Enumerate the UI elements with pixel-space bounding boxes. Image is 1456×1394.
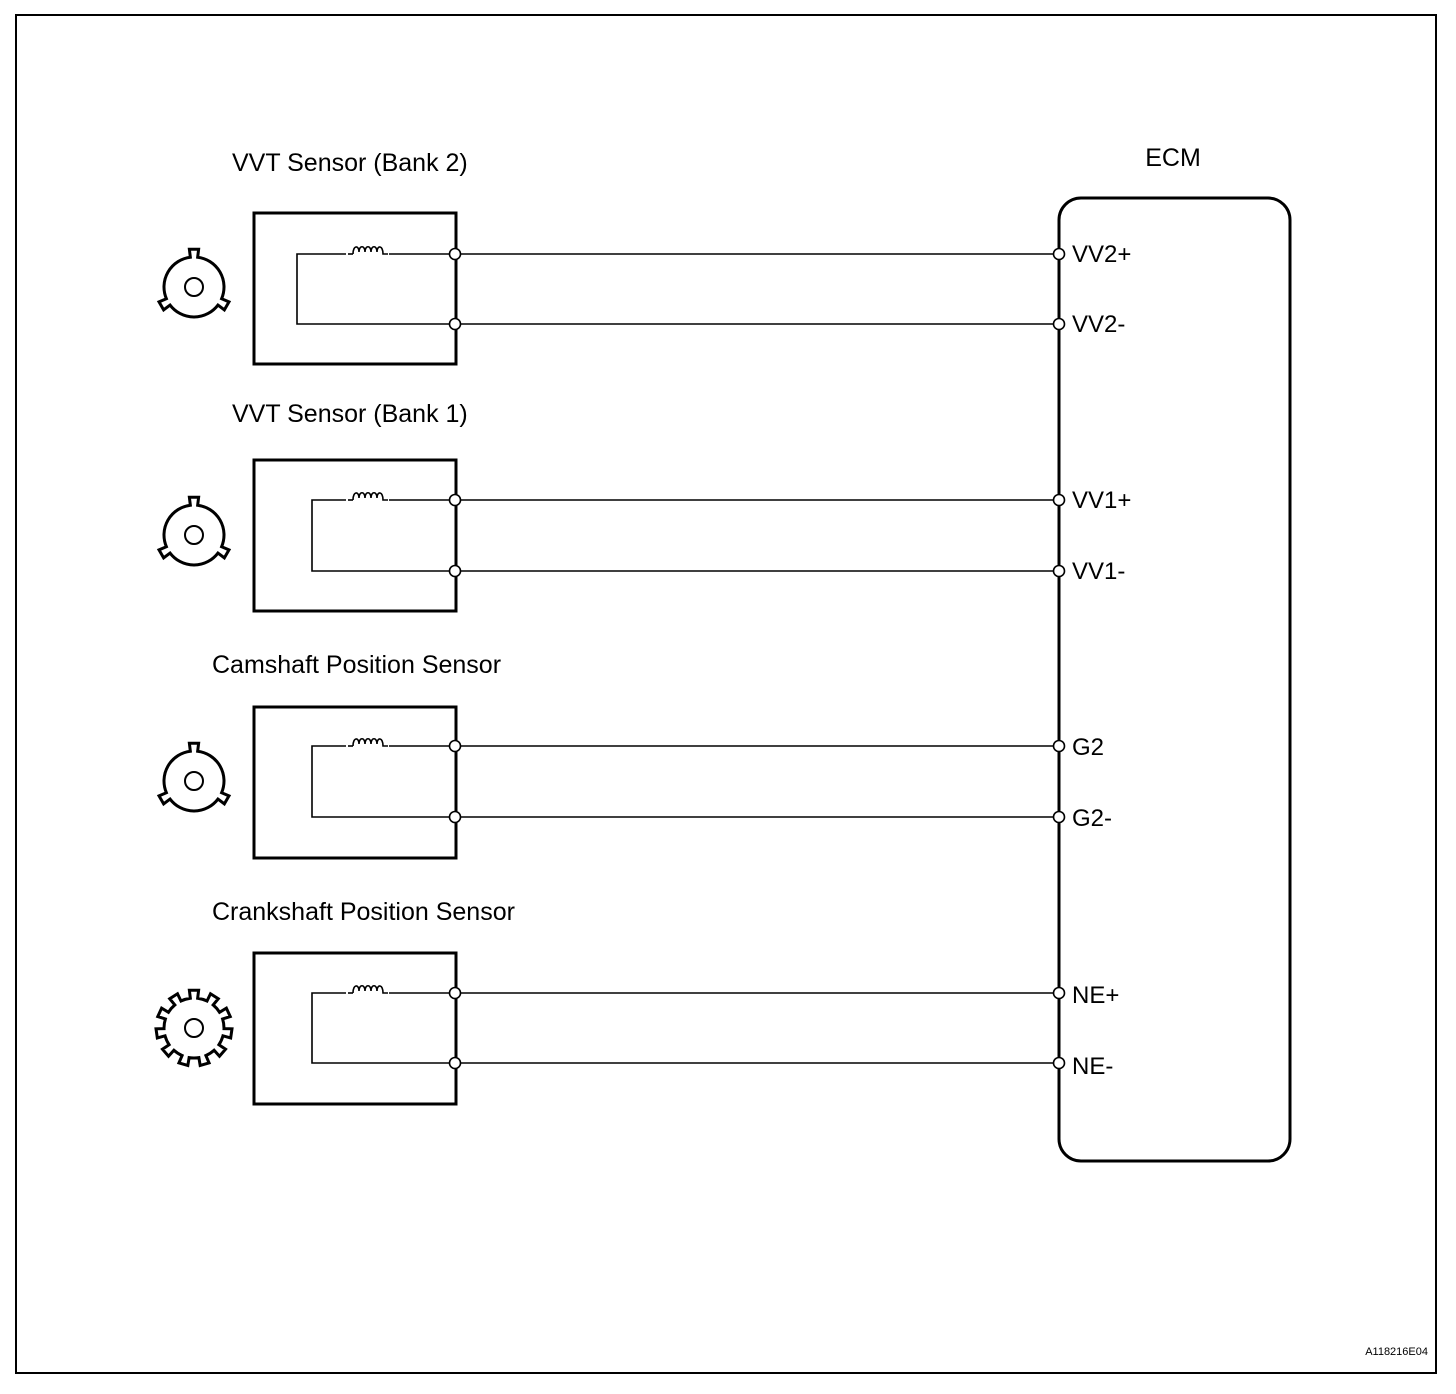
sensor-camshaft-position: Camshaft Position Sensor G2 G2- [156, 651, 1112, 860]
sensor-box [252, 951, 458, 1106]
three-tooth-rotor-icon [156, 741, 232, 813]
sensor-title: Camshaft Position Sensor [212, 651, 501, 679]
ecm-terminal [1052, 1056, 1066, 1070]
sensor-crankshaft-position: Crankshaft Position Sensor NE+ NE- [154, 898, 1119, 1106]
ecm-terminal [1052, 810, 1066, 824]
sensor-terminal [448, 317, 462, 331]
sensor-terminal [448, 986, 462, 1000]
ecm-terminal [1052, 739, 1066, 753]
sensor-coil-loop [296, 253, 455, 325]
outer-frame [15, 14, 1437, 1374]
ecm-pin-label: VV2+ [1072, 241, 1131, 268]
three-tooth-rotor-icon [156, 495, 232, 567]
coil-icon [347, 491, 389, 501]
coil-icon [347, 737, 389, 747]
sensor-title: VVT Sensor (Bank 1) [232, 400, 468, 428]
ecm-pin-label: VV2- [1072, 311, 1125, 338]
ecm-terminal [1052, 493, 1066, 507]
sensor-title: VVT Sensor (Bank 2) [232, 149, 468, 177]
sensor-vvt-bank-2: VVT Sensor (Bank 2) VV2+ VV2- [156, 149, 1131, 366]
drawing-id: A118216E04 [1365, 1346, 1428, 1358]
ecm-terminal [1052, 564, 1066, 578]
rotor-hub [184, 771, 204, 791]
sensor-box [252, 705, 458, 860]
ecm-terminal [1052, 986, 1066, 1000]
sensor-title: Crankshaft Position Sensor [212, 898, 515, 926]
sensor-terminal [448, 1056, 462, 1070]
sensor-box [252, 211, 458, 366]
sensor-terminal [448, 739, 462, 753]
ecm-pin-label: G2- [1072, 805, 1112, 832]
rotor-hub [184, 277, 204, 297]
sensor-terminal [448, 810, 462, 824]
sensor-box [252, 458, 458, 613]
sensor-terminal [448, 564, 462, 578]
rotor-hub [184, 1018, 204, 1038]
sensor-coil-loop [311, 499, 455, 572]
sensor-terminal [448, 247, 462, 261]
sensor-vvt-bank-1: VVT Sensor (Bank 1) VV1+ VV1- [156, 400, 1131, 613]
ecm-terminal [1052, 247, 1066, 261]
rotor-hub [184, 525, 204, 545]
three-tooth-rotor-icon [156, 247, 232, 319]
ecm-title: ECM [1145, 144, 1201, 172]
ecm-pin-label: VV1- [1072, 558, 1125, 585]
sensor-coil-loop [311, 992, 455, 1064]
ecm-box [1057, 196, 1292, 1163]
ecm-pin-label: NE- [1072, 1053, 1113, 1080]
sensor-terminal [448, 493, 462, 507]
ecm-terminal [1052, 317, 1066, 331]
sensor-coil-loop [311, 745, 455, 818]
ecm-pin-label: VV1+ [1072, 487, 1131, 514]
multi-tooth-gear-icon [154, 988, 234, 1068]
coil-icon [347, 984, 389, 994]
ecm-pin-label: G2 [1072, 734, 1104, 761]
ecm-pin-label: NE+ [1072, 982, 1119, 1009]
coil-icon [347, 245, 389, 255]
